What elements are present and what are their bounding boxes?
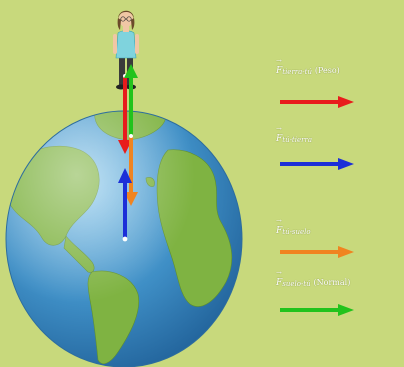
legend-item-earth-reaction: Ftú-tierra: [276, 134, 404, 182]
legend-item-weight: Ftierra-tú (Peso): [276, 66, 404, 114]
green-arrow-icon: [280, 304, 354, 316]
earth-reaction-arrow: [118, 168, 132, 242]
normal-arrow: [124, 64, 138, 136]
orange-arrow-icon: [280, 246, 354, 258]
ground-push-arrow: [124, 134, 138, 206]
legend-item-normal: Fsuelo-tú (Normal): [276, 278, 404, 326]
blue-arrow-icon: [280, 158, 354, 170]
legend-label: Ftierra-tú (Peso): [276, 66, 340, 76]
legend-label: Ftú-tierra: [276, 134, 312, 144]
legend-label: Fsuelo-tú (Normal): [276, 278, 350, 288]
force-arrows: [118, 64, 138, 242]
legend-item-ground-push: Ftú-suelo: [276, 226, 404, 274]
legend-label: Ftú-suelo: [276, 226, 311, 236]
red-arrow-icon: [280, 96, 354, 108]
